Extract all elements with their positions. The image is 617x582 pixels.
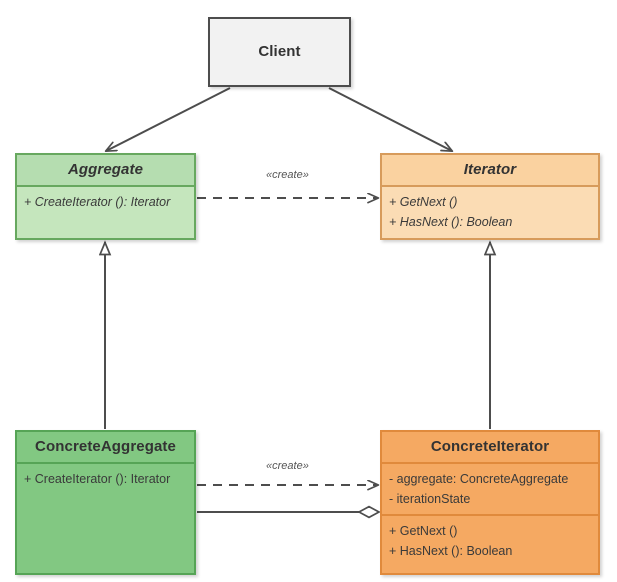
class-box-iterator[interactable]: Iterator + GetNext () + HasNext (): Bool… bbox=[380, 153, 600, 240]
compartment-divider bbox=[382, 462, 598, 464]
attribute-item: - aggregate: ConcreteAggregate bbox=[389, 472, 569, 486]
operation-item: + HasNext (): Boolean bbox=[389, 544, 513, 558]
edge-client-to-aggregate bbox=[106, 87, 231, 151]
compartment-divider bbox=[382, 185, 598, 187]
class-box-client[interactable]: Client bbox=[208, 17, 351, 87]
compartment-divider bbox=[382, 514, 598, 516]
operation-item: + GetNext () bbox=[389, 195, 458, 209]
operation-item: + HasNext (): Boolean bbox=[389, 215, 513, 229]
compartment-divider bbox=[17, 185, 194, 187]
operation-item: + CreateIterator (): Iterator bbox=[24, 195, 171, 209]
class-box-concrete-aggregate[interactable]: ConcreteAggregate + CreateIterator (): I… bbox=[15, 430, 196, 575]
stereotype-create-concrete: «create» bbox=[266, 460, 309, 472]
stereotype-create-aggregate-iterator: «create» bbox=[266, 169, 309, 181]
operation-item: + CreateIterator (): Iterator bbox=[24, 472, 171, 486]
operation-item: + GetNext () bbox=[389, 524, 458, 538]
compartment-divider bbox=[17, 462, 194, 464]
attribute-item: - iterationState bbox=[389, 492, 471, 506]
class-title-concrete-aggregate: ConcreteAggregate bbox=[17, 432, 194, 462]
operations-compartment-concrete-aggregate: + CreateIterator (): Iterator bbox=[17, 464, 194, 494]
class-box-concrete-iterator[interactable]: ConcreteIterator - aggregate: ConcreteAg… bbox=[380, 430, 600, 575]
class-title-aggregate: Aggregate bbox=[17, 155, 194, 185]
class-title-concrete-iterator: ConcreteIterator bbox=[382, 432, 598, 462]
operations-compartment-iterator: + GetNext () + HasNext (): Boolean bbox=[382, 187, 598, 237]
operations-compartment-aggregate: + CreateIterator (): Iterator bbox=[17, 187, 194, 217]
class-title-client: Client bbox=[258, 43, 301, 60]
class-title-iterator: Iterator bbox=[382, 155, 598, 185]
attributes-compartment-concrete-iterator: - aggregate: ConcreteAggregate - iterati… bbox=[382, 464, 598, 514]
class-box-aggregate[interactable]: Aggregate + CreateIterator (): Iterator bbox=[15, 153, 196, 240]
edge-client-to-iterator bbox=[328, 87, 452, 151]
operations-compartment-concrete-iterator: + GetNext () + HasNext (): Boolean bbox=[382, 516, 598, 566]
